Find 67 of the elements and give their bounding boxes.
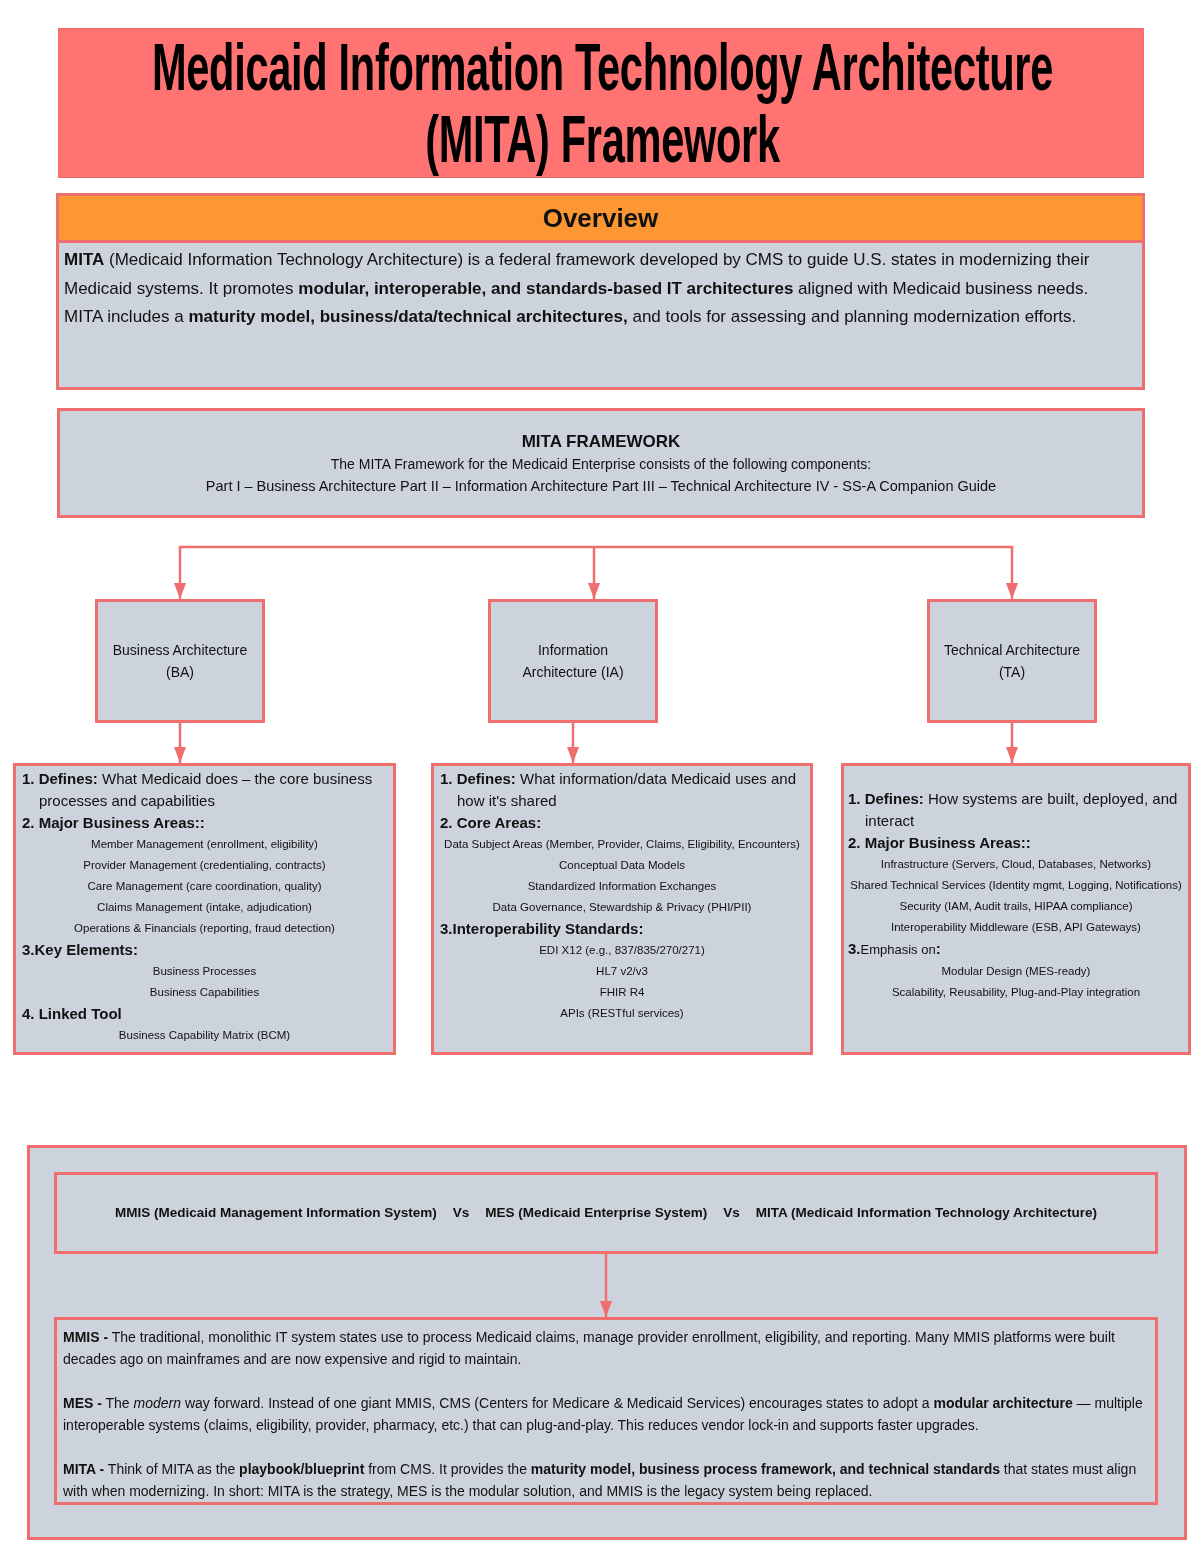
list-item: Security (IAM, Audit trails, HIPAA compliance) bbox=[898, 899, 1134, 914]
architecture-label: Information Architecture (IA) bbox=[521, 641, 625, 682]
overview-paragraph: MITA (Medicaid Information Technology Architecture) is a federal framework developed by CMS to guide U.S. states in modernizing their Medicaid systems. It promotes modular, interoperable, and standards-based IT architectures aligned with Medicaid business needs. MITA includes a maturity model, business/data/technical architectures, and tools for assessing and planning modernization efforts. bbox=[64, 249, 1091, 328]
system-name: MITA (Medicaid Information Technology Architecture) bbox=[755, 1204, 1098, 1222]
arrow bbox=[594, 545, 1018, 599]
arrow bbox=[588, 545, 600, 599]
list-heading: 3.Emphasis on: bbox=[848, 939, 942, 959]
description-box bbox=[54, 1317, 1158, 1505]
versus-label: Vs bbox=[452, 1204, 470, 1222]
arrow bbox=[567, 723, 579, 763]
comparison-panel bbox=[27, 1145, 1187, 1540]
list-item: Scalability, Reusability, Plug-and-Play integration bbox=[890, 985, 1142, 1000]
details-panel bbox=[431, 763, 813, 1055]
list-heading: 4. Linked Tool bbox=[22, 1004, 123, 1024]
definition-text: 1. Defines: What Medicaid does – the core business processes and capabilities bbox=[22, 769, 374, 811]
details-panel bbox=[841, 763, 1191, 1055]
list-item: APIs (RESTful services) bbox=[559, 1006, 685, 1021]
description-paragraph: MMIS - The traditional, monolithic IT system states use to process Medicaid claims, manage provider enrollment, eligibility, and reporting. Many MMIS platforms were built decades ago on mainframes and are now expensive and rigid to maintain. bbox=[63, 1328, 1116, 1369]
list-item: Data Governance, Stewardship & Privacy (PHI/PII) bbox=[491, 900, 753, 915]
comparison-header-box bbox=[54, 1172, 1158, 1254]
details-panel bbox=[13, 763, 396, 1055]
list-item: Infrastructure (Servers, Cloud, Databases, Networks) bbox=[879, 857, 1153, 872]
component-list: Part I – Business Architecture Part II – Information Architecture Part III – Technical Architecture IV - SS-A Companion Guide bbox=[205, 475, 997, 497]
description-paragraph: MES - The modern way forward. Instead of one giant MMIS, CMS (Centers for Medicare & Medicaid Services) encourages states to adopt a modular architecture — multiple interoperable systems (claims, eligibility, provider, pharmacy, etc.) that can plug-and-play. This reduces vendor lock-in and supports faster upgrades. bbox=[63, 1394, 1144, 1435]
list-heading: 2. Major Business Areas:: bbox=[22, 813, 206, 833]
list-item: HL7 v2/v3 bbox=[595, 964, 649, 979]
architecture-box bbox=[95, 599, 265, 723]
list-item: Claims Management (intake, adjudication) bbox=[96, 900, 313, 915]
architecture-label: Technical Architecture (TA) bbox=[942, 641, 1082, 682]
list-item: Business Capabilities bbox=[148, 985, 261, 1000]
description-paragraph: MITA - Think of MITA as the playbook/blueprint from CMS. It provides the maturity model, business process framework, and technical standards that states must align with when modernizing. In short: MITA is the strategy, MES is the modular solution, and MMIS is the legacy system being replaced. bbox=[63, 1460, 1138, 1501]
architecture-box bbox=[927, 599, 1097, 723]
definition-text: 1. Defines: What information/data Medicaid uses and how it's shared bbox=[440, 769, 797, 811]
definition-text: 1. Defines: How systems are built, deployed, and interact bbox=[848, 789, 1179, 831]
list-item: EDI X12 (e.g., 837/835/270/271) bbox=[538, 943, 706, 958]
versus-label: Vs bbox=[723, 1204, 740, 1222]
framework-box bbox=[57, 408, 1145, 518]
list-item: Shared Technical Services (Identity mgmt, Logging, Notifications) bbox=[849, 878, 1183, 893]
overview-panel bbox=[56, 193, 1145, 390]
list-item: Data Subject Areas (Member, Provider, Claims, Eligibility, Encounters) bbox=[443, 837, 801, 852]
framework-description: The MITA Framework for the Medicaid Enterprise consists of the following components: bbox=[330, 455, 872, 474]
list-item: Member Management (enrollment, eligibility) bbox=[90, 837, 319, 852]
diagram-title: Medicaid Information Technology Architecture (MITA) Framework bbox=[150, 31, 1054, 175]
arrow bbox=[174, 545, 594, 599]
arrow bbox=[174, 723, 186, 763]
arrow bbox=[1006, 723, 1018, 763]
list-item: Business Capability Matrix (BCM) bbox=[117, 1028, 292, 1043]
list-item: Interoperability Middleware (ESB, API Gateways) bbox=[890, 920, 1142, 935]
system-name: MES (Medicaid Enterprise System) bbox=[485, 1204, 708, 1222]
list-item: Care Management (care coordination, quality) bbox=[86, 879, 323, 894]
list-item: Business Processes bbox=[151, 964, 258, 979]
list-item: Conceptual Data Models bbox=[558, 858, 686, 873]
arrow bbox=[600, 1254, 612, 1317]
framework-heading: MITA FRAMEWORK bbox=[521, 431, 681, 453]
list-item: Modular Design (MES-ready) bbox=[940, 964, 1092, 979]
list-heading: 3.Interoperability Standards: bbox=[440, 919, 645, 939]
list-item: Standardized Information Exchanges bbox=[526, 879, 718, 894]
architecture-label: Business Architecture (BA) bbox=[111, 641, 249, 682]
list-heading: 3.Key Elements: bbox=[22, 940, 139, 960]
system-name: MMIS (Medicaid Management Information System) bbox=[114, 1204, 437, 1222]
list-heading: 2. Core Areas: bbox=[440, 813, 543, 833]
list-heading: 2. Major Business Areas:: bbox=[848, 833, 1032, 853]
list-item: FHIR R4 bbox=[598, 985, 646, 1000]
architecture-box bbox=[488, 599, 658, 723]
section-heading: Overview bbox=[56, 193, 1145, 243]
list-item: Provider Management (credentialing, contracts) bbox=[82, 858, 327, 873]
list-item: Operations & Financials (reporting, fraud detection) bbox=[73, 921, 336, 936]
